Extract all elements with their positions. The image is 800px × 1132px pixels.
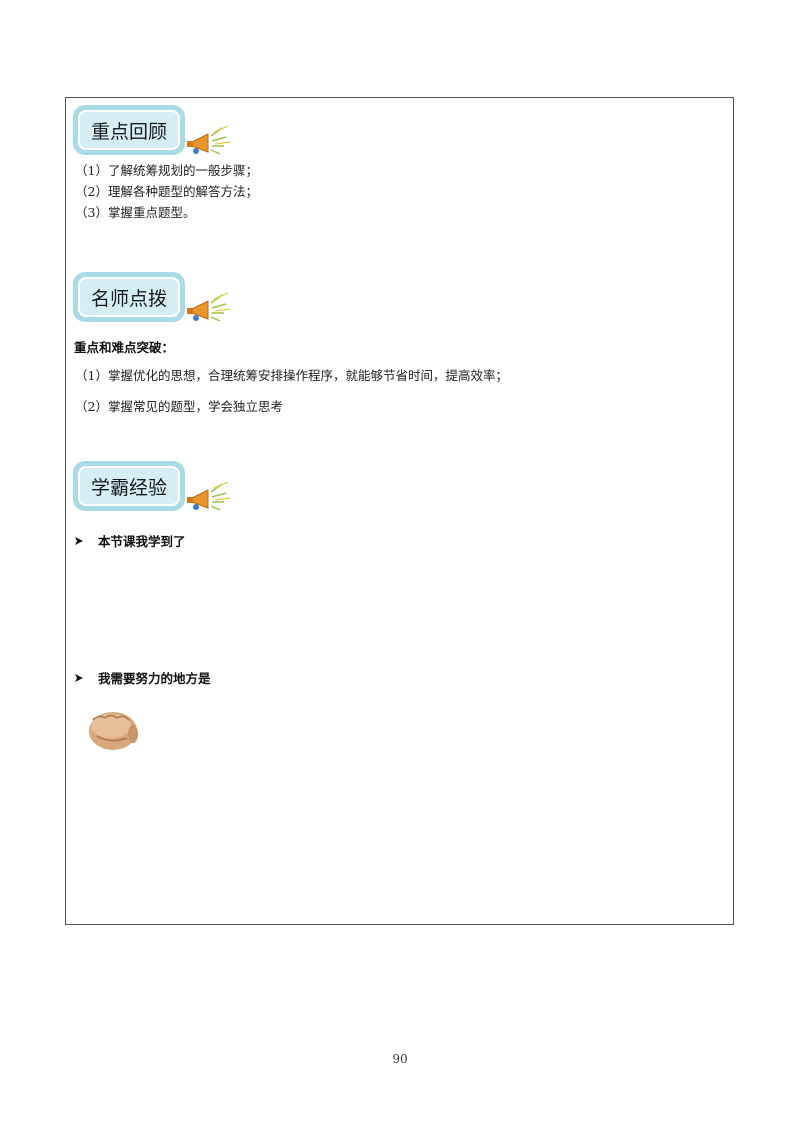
arrowhead-bullet-icon bbox=[75, 536, 83, 545]
section-badge-tips: 名师点拨 bbox=[73, 272, 185, 322]
tips-item-1: （1）掌握优化的思想，合理统筹安排操作程序，就能够节省时间，提高效率； bbox=[75, 368, 508, 383]
section-badge-experience: 学霸经验 bbox=[73, 461, 185, 511]
review-item-1: （1）了解统筹规划的一般步骤； bbox=[75, 163, 258, 178]
section-badge-review: 重点回顾 bbox=[73, 105, 185, 155]
experience-bullet-2: 我需要努力的地方是 bbox=[74, 668, 211, 687]
experience-bullet-2-text: 我需要努力的地方是 bbox=[98, 671, 211, 686]
tips-subtitle: 重点和难点突破： bbox=[74, 340, 175, 355]
section-title-review: 重点回顾 bbox=[78, 110, 180, 150]
section-title-tips: 名师点拨 bbox=[78, 277, 180, 317]
content-frame: 重点回顾 （1）了解统筹规划的一般步骤； （2）理解各种题型的解答方法； （3）… bbox=[65, 97, 734, 925]
tips-item-2: （2）掌握常见的题型，学会独立思考 bbox=[75, 399, 283, 414]
megaphone-icon bbox=[187, 125, 231, 155]
fist-icon bbox=[89, 712, 138, 750]
review-item-2: （2）理解各种题型的解答方法； bbox=[75, 184, 258, 199]
page-number: 90 bbox=[392, 1052, 408, 1066]
review-item-3: （3）掌握重点题型。 bbox=[75, 205, 196, 220]
megaphone-icon bbox=[187, 292, 231, 322]
arrowhead-bullet-icon bbox=[75, 673, 83, 682]
experience-bullet-1: 本节课我学到了 bbox=[74, 531, 186, 550]
megaphone-icon bbox=[187, 481, 231, 511]
section-title-experience: 学霸经验 bbox=[78, 466, 180, 506]
experience-bullet-1-text: 本节课我学到了 bbox=[98, 534, 186, 549]
